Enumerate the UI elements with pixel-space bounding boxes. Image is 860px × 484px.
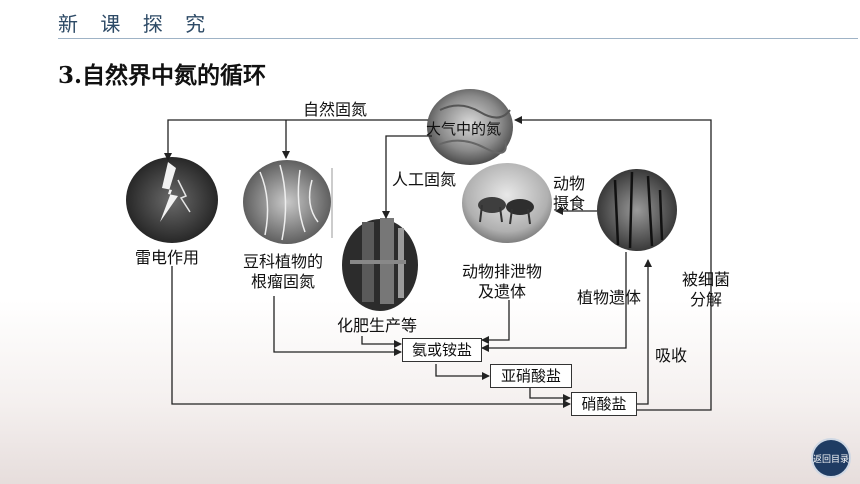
- atmosphere-label: 大气中的氮: [426, 120, 502, 138]
- section-header: 新 课 探 究: [58, 12, 214, 36]
- ammonium-box: 氨或铵盐: [402, 338, 482, 362]
- natural-fixation-label: 自然固氮: [303, 100, 368, 119]
- plant-remains-label: 植物遗体: [577, 288, 642, 307]
- absorption-label: 吸收: [655, 346, 688, 365]
- animal-waste-label: 动物排泄物 及遗体: [462, 262, 543, 301]
- root-nodule-illustration: [243, 160, 333, 244]
- lightning-label: 雷电作用: [135, 248, 200, 267]
- artificial-fixation-label: 人工固氮: [392, 170, 457, 189]
- atmosphere-illustration: [427, 89, 513, 165]
- bacteria-label: 被细菌 分解: [682, 270, 731, 309]
- lightning-illustration: [126, 157, 218, 243]
- background-gradient: [0, 300, 860, 484]
- page-title: 3.自然界中氮的循环: [58, 62, 267, 89]
- nitrate-box: 硝酸盐: [571, 392, 637, 416]
- factory-illustration: [342, 218, 418, 311]
- back-to-contents-button[interactable]: 返回目录: [811, 438, 851, 478]
- nitrite-box: 亚硝酸盐: [490, 364, 572, 388]
- animals-illustration: [462, 163, 552, 243]
- legume-label: 豆科植物的 根瘤固氮: [243, 252, 324, 291]
- header-divider: [58, 38, 858, 39]
- fertilizer-label: 化肥生产等: [337, 316, 418, 335]
- animal-feeding-label: 动物 摄食: [553, 174, 586, 213]
- cycle-arrows: [164, 116, 712, 411]
- forest-illustration: [597, 169, 677, 251]
